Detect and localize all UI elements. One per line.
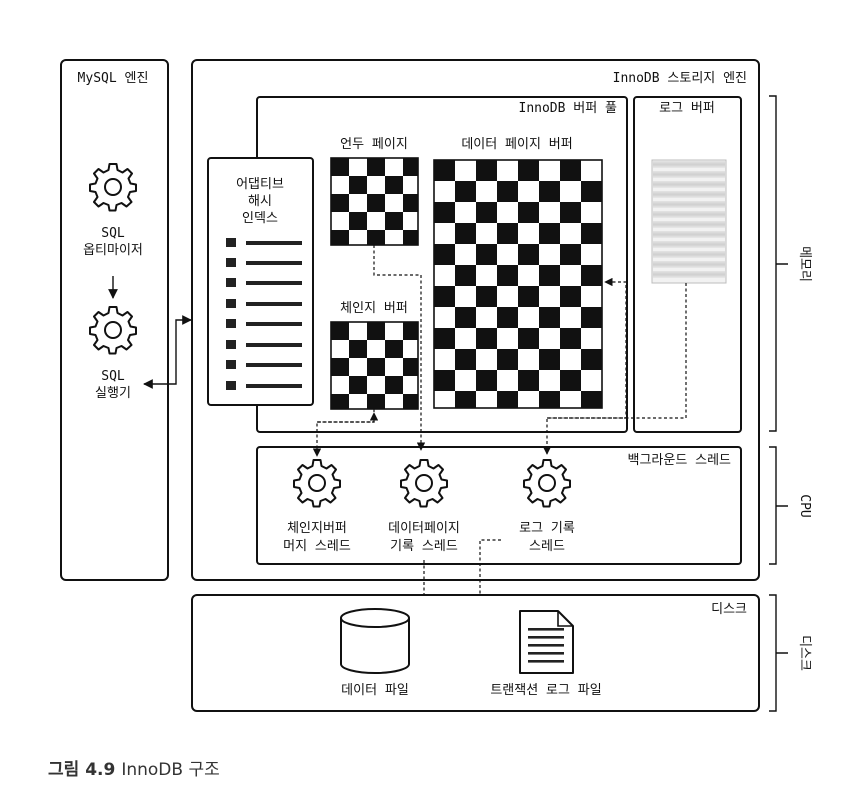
memory-bracket: 메모리	[769, 95, 812, 432]
cpu-label: CPU	[797, 494, 812, 517]
sql-executor: SQL 실행기	[89, 306, 137, 401]
data-page-buffer-label: 데이터 페이지 버퍼	[461, 137, 572, 152]
caption-title: InnoDB 구조	[121, 760, 219, 780]
disk-title: 디스크	[711, 602, 747, 617]
mysql-engine-title: MySQL 엔진	[78, 71, 149, 86]
caption-label: 그림 4.9	[48, 760, 115, 780]
log-thread-gear-icon	[523, 459, 571, 508]
log-buffer-title: 로그 버퍼	[659, 101, 715, 116]
write-thread-gear-icon	[400, 459, 448, 508]
ahi-entries	[226, 238, 302, 390]
change-buffer-merge-thread: 체인지버퍼 머지 스레드	[283, 459, 351, 554]
transaction-log-file: 트랜잭션 로그 파일	[490, 610, 602, 698]
undo-page: 언두 페이지	[330, 137, 419, 246]
data-page-write-thread: 데이터페이지 기록 스레드	[388, 459, 460, 554]
innodb-engine-title: InnoDB 스토리지 엔진	[613, 71, 747, 86]
executor-gear-icon	[89, 306, 137, 355]
merge-thread-gear-icon	[293, 459, 341, 508]
background-threads-box: 백그라운드 스레드	[256, 446, 742, 565]
figure-caption: 그림 4.9 InnoDB 구조	[48, 760, 220, 780]
optimizer-gear-icon	[89, 163, 137, 212]
cpu-bracket: CPU	[769, 446, 812, 565]
buffer-pool-title: InnoDB 버퍼 풀	[519, 101, 618, 116]
sql-optimizer: SQL 옵티마이저	[83, 163, 143, 258]
optimizer-label-2: 옵티마이저	[83, 243, 143, 258]
executor-label-2: 실행기	[95, 385, 131, 401]
merge-thread-label-2: 머지 스레드	[283, 539, 351, 554]
write-thread-label-2: 기록 스레드	[390, 539, 458, 554]
undo-page-label: 언두 페이지	[340, 137, 408, 152]
document-icon	[519, 610, 574, 674]
data-page-buffer: 데이터 페이지 버퍼	[433, 137, 603, 409]
data-file-label: 데이터 파일	[341, 683, 409, 698]
write-thread-label-1: 데이터페이지	[388, 521, 460, 536]
memory-label: 메모리	[797, 246, 812, 282]
ahi-label-2: 해시	[248, 194, 272, 209]
background-threads-title: 백그라운드 스레드	[627, 453, 731, 468]
ahi-label-3: 인덱스	[242, 211, 278, 226]
executor-innodb-arrow	[143, 315, 192, 389]
log-thread-label-2: 스레드	[529, 539, 565, 554]
log-buffer-entries	[651, 159, 727, 284]
data-file: 데이터 파일	[340, 608, 410, 698]
merge-thread-label-1: 체인지버퍼	[287, 521, 347, 536]
log-thread-label-1: 로그 기록	[519, 521, 575, 536]
change-buffer: 체인지 버퍼	[330, 301, 419, 410]
log-write-thread: 로그 기록 스레드	[519, 459, 575, 554]
disk-bracket: 디스크	[769, 594, 812, 712]
adaptive-hash-index: 어댑티브 해시 인덱스	[207, 157, 314, 406]
executor-label-1: SQL	[101, 369, 125, 384]
optimizer-label-1: SQL	[101, 226, 125, 241]
transaction-log-file-label: 트랜잭션 로그 파일	[490, 683, 601, 698]
database-icon	[340, 608, 410, 674]
disk-side-label: 디스크	[797, 635, 812, 671]
caption-text: 그림 4.9 InnoDB 구조	[48, 760, 220, 780]
ahi-label-1: 어댑티브	[236, 177, 284, 192]
change-buffer-label: 체인지 버퍼	[340, 301, 408, 316]
disk-box: 디스크	[191, 594, 760, 712]
log-buffer-box: 로그 버퍼	[633, 96, 742, 433]
